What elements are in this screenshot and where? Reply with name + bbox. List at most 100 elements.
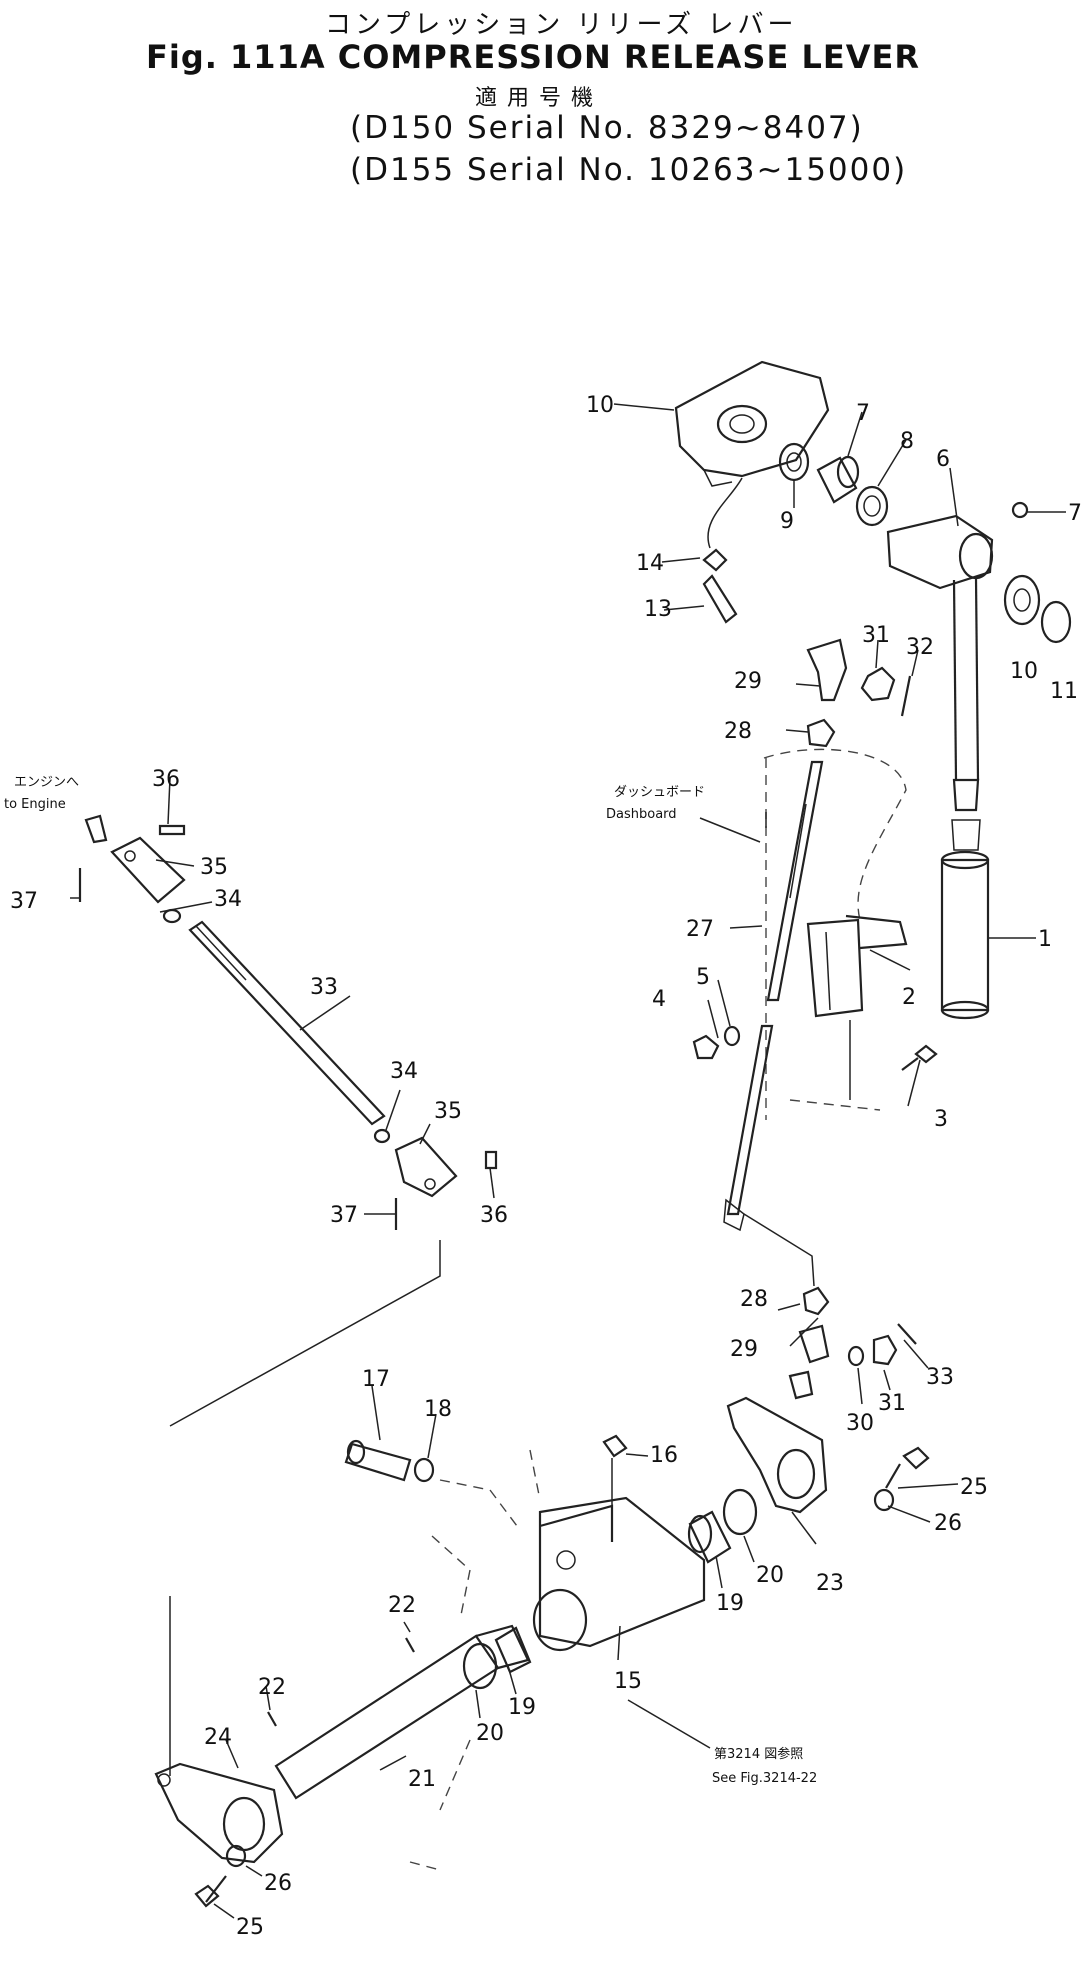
lever-23 — [726, 1396, 828, 1514]
callout-9-left: 9 — [780, 509, 794, 534]
callout-19-left: 19 — [508, 1695, 536, 1720]
bushing-19-left — [494, 1626, 532, 1674]
serial-range-d150: (D150 Serial No. 8329~8407) — [350, 110, 864, 146]
callout-18: 18 — [424, 1397, 452, 1422]
pin-22-center — [405, 1637, 415, 1653]
leader-15 — [617, 1625, 621, 1661]
clamp-2 — [806, 914, 908, 1018]
callout-3: 3 — [934, 1107, 948, 1132]
pin-36-lower — [484, 1150, 498, 1170]
callout-22-center: 22 — [388, 1593, 416, 1618]
pin-36-upper — [84, 814, 186, 844]
callout-11: 11 — [1050, 679, 1078, 704]
rod-27 — [766, 760, 824, 1002]
callout-29-upper: 29 — [734, 669, 762, 694]
nut-34-upper — [162, 908, 182, 924]
ghost-bracket — [409, 1449, 541, 1871]
callout-2: 2 — [902, 985, 916, 1010]
lower-rod-link — [723, 1024, 774, 1232]
washer-26-right — [873, 1488, 895, 1512]
title-japanese: コンプレッション リリーズ レバー — [325, 10, 798, 40]
callout-33: 33 — [310, 975, 338, 1000]
dashboard-leader — [699, 817, 761, 843]
callout-28-lower: 28 — [740, 1287, 768, 1312]
see-fig-label: See Fig.3214-22 — [712, 1771, 817, 1786]
bolt-13-nut-14 — [702, 477, 743, 624]
lever-29-upper — [806, 638, 848, 702]
housing-15 — [532, 1496, 706, 1652]
callout-15: 15 — [614, 1669, 642, 1694]
callout-29-lower: 29 — [730, 1337, 758, 1362]
callout-leaders — [70, 403, 1066, 1919]
leader-see-fig-arrow — [627, 1699, 711, 1749]
nut-4-washer-5 — [692, 1025, 741, 1060]
applicable-models-japanese: 適用号機 — [475, 86, 604, 111]
lever-29-lower — [788, 1324, 830, 1400]
callout-23: 23 — [816, 1571, 844, 1596]
callout-9-right: 8 — [900, 429, 914, 454]
callout-26-left: 26 — [264, 1871, 292, 1896]
to-engine-label-japanese: エンジンへ — [14, 775, 79, 790]
callout-22-left: 22 — [258, 1675, 286, 1700]
to-engine-label: to Engine — [4, 797, 66, 812]
washer-9-upper — [778, 442, 810, 482]
snap-ring-20-left — [462, 1642, 498, 1690]
callout-8: 7 — [856, 401, 870, 426]
callout-17: 17 — [362, 1367, 390, 1392]
callout-numbers: 10 7 8 6 9 7 14 13 10 11 31 32 29 28 27 … — [10, 393, 1082, 1940]
callout-37-upper: 37 — [10, 889, 38, 914]
callout-5: 5 — [696, 965, 710, 990]
callout-7: 7 — [1068, 501, 1082, 526]
leader-to-lower-assembly — [169, 1240, 441, 1427]
nut-31-upper — [860, 666, 896, 702]
washer-10 — [1003, 574, 1041, 626]
pin-32-upper — [900, 675, 912, 717]
callout-4: 4 — [652, 987, 666, 1012]
figure-title: Fig. 111A COMPRESSION RELEASE LEVER — [146, 38, 920, 76]
callout-37-lower: 37 — [330, 1203, 358, 1228]
nut-28-lower — [802, 1286, 830, 1316]
callout-36-lower: 36 — [480, 1203, 508, 1228]
callout-14: 14 — [636, 551, 664, 576]
callout-28-upper: 28 — [724, 719, 752, 744]
serial-range-d155: (D155 Serial No. 10263~15000) — [350, 152, 908, 188]
nut-34-lower — [373, 1128, 391, 1144]
dashboard-outline — [763, 748, 907, 1120]
bushing-19-right — [687, 1510, 732, 1564]
yoke-35-lower — [394, 1136, 458, 1198]
washer-30-nut-31-lower — [847, 1334, 898, 1367]
callout-30: 30 — [846, 1411, 874, 1436]
bushing-8 — [816, 455, 860, 504]
callout-32-upper: 32 — [906, 635, 934, 660]
bolt-3 — [901, 1044, 938, 1071]
bolt-17 — [344, 1439, 412, 1482]
callout-25-right: 25 — [960, 1475, 988, 1500]
callout-25-left: 25 — [236, 1915, 264, 1940]
callout-19-right: 19 — [716, 1591, 744, 1616]
callout-20-left: 20 — [476, 1721, 504, 1746]
dashboard-label: Dashboard — [606, 807, 677, 822]
callout-34-upper: 34 — [214, 887, 242, 912]
callout-20-right: 20 — [756, 1563, 784, 1588]
bracket-12 — [674, 360, 830, 487]
callout-16: 16 — [650, 1443, 678, 1468]
callout-10: 10 — [1010, 659, 1038, 684]
pin-32-lower — [897, 1323, 917, 1345]
callout-24: 24 — [204, 1725, 232, 1750]
snap-ring-20-right — [722, 1488, 758, 1536]
callout-1: 1 — [1038, 927, 1052, 952]
callout-26-right: 26 — [934, 1511, 962, 1536]
callout-13: 13 — [644, 597, 672, 622]
callout-31-upper: 31 — [862, 623, 890, 648]
knob-1 — [940, 819, 990, 1020]
nut-28-upper — [806, 718, 836, 748]
cross-shaft-21 — [274, 1624, 530, 1800]
callout-27: 27 — [686, 917, 714, 942]
callout-31-lower: 31 — [878, 1391, 906, 1416]
pin-22-left — [267, 1711, 277, 1727]
snap-ring-11 — [1040, 600, 1072, 644]
callout-35-upper: 35 — [200, 855, 228, 880]
callout-6: 6 — [936, 447, 950, 472]
washer-26-left — [225, 1844, 247, 1868]
